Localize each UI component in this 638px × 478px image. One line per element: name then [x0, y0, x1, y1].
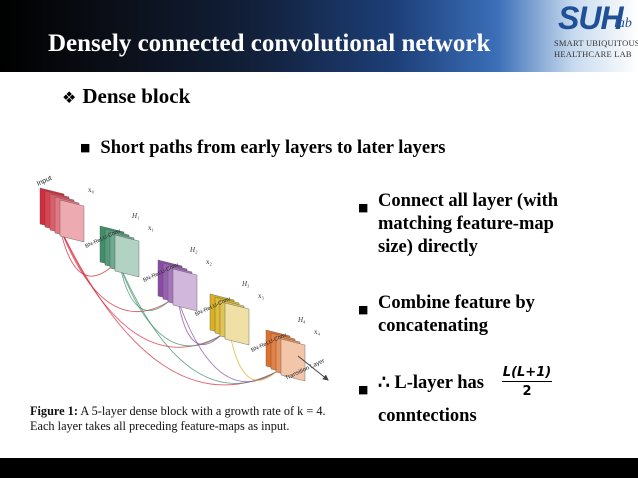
fraction-formula: L(L+1) 2: [502, 365, 552, 399]
suh-lab-logo: SUH lab SMART UBIQUITOUS HEALTHCARE LAB: [552, 0, 638, 64]
bullet-dense-block-text: Dense block: [82, 84, 191, 108]
connection-arc: [119, 265, 221, 347]
footer-bar: [0, 458, 638, 478]
bullet-line: Connect all layer (with: [378, 191, 559, 211]
slide-title: Densely connected convolutional network: [48, 30, 491, 57]
logo-word: SUH: [558, 0, 624, 36]
stage-label: x₄: [314, 328, 321, 336]
figure-caption: Figure 1: A 5-layer dense block with a g…: [30, 404, 340, 434]
h-label: H₁: [131, 212, 140, 220]
bullet-connect-all: ■ Connect all layer (with matching featu…: [358, 190, 558, 259]
caption-prefix: Figure 1:: [30, 404, 78, 418]
bullet-line: ∴ L-layer has: [378, 373, 484, 393]
connection-arc: [59, 227, 169, 312]
stage-label: x₀: [88, 186, 95, 194]
connection-arc: [177, 299, 221, 345]
dense-block-figure: x₀x₁H₁BN-ReLU-Convx₂H₂BN-ReLU-Convx₃H₃BN…: [36, 175, 329, 386]
stage-label: x₁: [148, 224, 154, 232]
bullet-line: concatenating: [378, 316, 488, 336]
feature-map: [59, 199, 85, 243]
logo-tagline-1: SMART UBIQUITOUS: [554, 38, 638, 48]
feature-map: [280, 338, 306, 382]
stage-label: x₂: [206, 258, 213, 266]
h-label: H₂: [189, 246, 198, 254]
feature-map: [114, 234, 140, 278]
square-bullet-icon: ■: [80, 141, 91, 154]
bullet-line: conntections: [378, 406, 477, 426]
feature-map: [224, 302, 250, 346]
logo-tagline-2: HEALTHCARE LAB: [554, 49, 632, 59]
bullet-combine-feature: ■ Combine feature by concatenating: [358, 292, 535, 338]
output-arrow: [297, 355, 329, 381]
connection-arc: [59, 227, 111, 277]
square-bullet-icon: ■: [358, 303, 369, 316]
square-bullet-icon: ■: [358, 383, 369, 396]
title-bar: Densely connected convolutional network …: [0, 0, 638, 72]
connection-arcs: [59, 227, 277, 386]
bullet-line: matching feature-map: [378, 214, 554, 234]
h-label: H₄: [297, 316, 306, 324]
bullet-l-layer: ■ ∴ L-layer has conntections: [358, 372, 484, 428]
input-label: Input: [36, 175, 53, 188]
connection-arc: [177, 299, 277, 383]
bullet-short-paths: ■ Short paths from early layers to later …: [80, 138, 446, 159]
bullet-line: size) directly: [378, 237, 478, 257]
h-label: H₃: [241, 280, 250, 288]
bullet-line: Combine feature by: [378, 293, 535, 313]
logo-lab: lab: [614, 16, 632, 31]
square-bullet-icon: ■: [358, 201, 369, 214]
feature-map-stacks: [39, 187, 306, 382]
connection-arc: [229, 333, 277, 381]
caption-text: A 5-layer dense block with a growth rate…: [30, 404, 326, 433]
bullet-dense-block: ❖ Dense block: [62, 84, 190, 109]
stage-label: x₃: [258, 292, 265, 300]
connection-arc: [119, 265, 277, 384]
diamond-bullet-icon: ❖: [62, 88, 77, 107]
feature-map: [172, 268, 198, 312]
bullet-short-paths-text: Short paths from early layers to later l…: [100, 138, 446, 158]
fraction-denominator: 2: [522, 384, 532, 399]
fraction-numerator: L(L+1): [502, 365, 552, 382]
